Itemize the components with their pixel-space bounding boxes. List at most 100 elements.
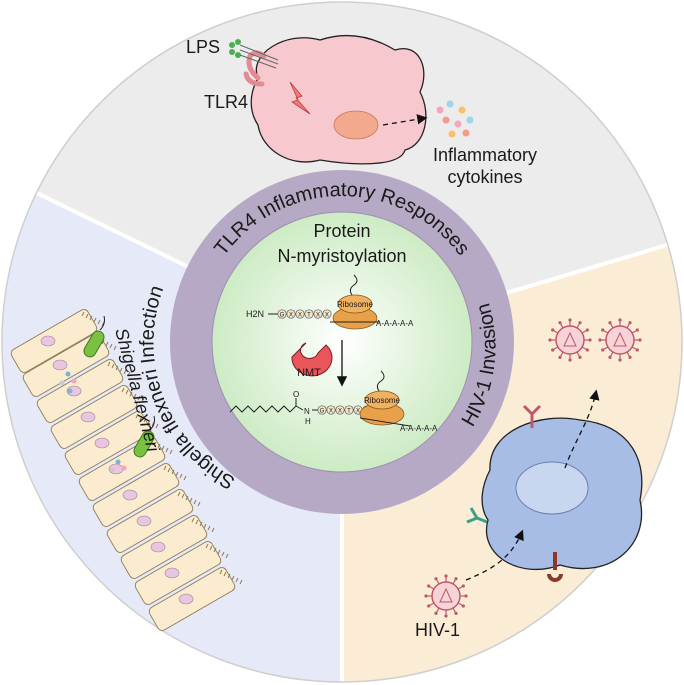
microvillus <box>101 321 105 327</box>
h2n-label: H2N <box>246 309 264 319</box>
ribosome-top-label: Ribosome <box>337 300 374 309</box>
microvillus <box>217 549 221 555</box>
top-residue-label: X <box>298 313 302 319</box>
tlr4-label: TLR4 <box>204 92 248 112</box>
shigella-bacteria <box>59 315 155 473</box>
microvillus <box>195 519 199 525</box>
tlr4-receptor <box>243 50 267 87</box>
nmt-label: NMT <box>297 367 321 379</box>
top-residue <box>313 309 323 319</box>
bottom-residue-label: X <box>329 409 333 415</box>
bottom-residue-label: G <box>320 409 325 415</box>
top-residue-label: X <box>325 313 329 319</box>
microvillus <box>227 573 231 579</box>
receptor-bottom-icon <box>547 552 563 582</box>
release-arrow <box>564 389 600 469</box>
microvillus <box>127 371 131 377</box>
microvillus <box>147 419 151 425</box>
microvillus <box>163 465 167 471</box>
bottom-residue <box>326 405 336 415</box>
microvillus <box>137 395 141 401</box>
microvillus <box>153 441 157 447</box>
macrophage-nucleus <box>333 110 379 140</box>
microvillus <box>199 521 203 527</box>
bottom-residue <box>335 405 345 415</box>
top-residue <box>295 309 305 319</box>
hiv-panel: HIV-1 <box>415 318 643 640</box>
microvillus <box>167 467 171 473</box>
epithelial-cell <box>120 515 215 579</box>
amide-h: H <box>305 417 311 426</box>
ribosome-top: Ribosome <box>332 274 378 330</box>
top-residue-label: G <box>280 313 285 319</box>
microvillus <box>81 311 85 317</box>
top-residue <box>322 309 332 319</box>
microvillus <box>139 415 143 421</box>
macrophage-cell <box>250 34 427 165</box>
microvillus <box>121 387 125 393</box>
microvillus <box>177 491 181 497</box>
microvillus <box>185 495 189 501</box>
top-residue <box>304 309 314 319</box>
lps-molecule <box>229 39 279 69</box>
microvillus <box>157 443 161 449</box>
microvillus <box>223 571 227 577</box>
microvillus <box>141 397 145 403</box>
microvillus <box>213 547 217 553</box>
microvillus <box>101 339 105 345</box>
microvillus <box>115 365 119 371</box>
microvillus <box>151 421 155 427</box>
epithelial-cell <box>148 567 243 631</box>
microvillus <box>169 449 173 455</box>
microvillus <box>225 553 229 559</box>
top-residue-label: T <box>307 313 311 319</box>
microvillus <box>119 367 123 373</box>
microvillus <box>155 423 159 429</box>
microvillus <box>109 343 113 349</box>
bottom-residue <box>317 405 327 415</box>
microvillus <box>179 473 183 479</box>
microvillus <box>107 361 111 367</box>
entry-arrow <box>465 529 524 581</box>
cytokines-label-line1: Inflammatory <box>433 145 537 165</box>
microvillus <box>89 315 93 321</box>
top-residue <box>286 309 296 319</box>
microvillus <box>113 345 117 351</box>
microvillus <box>209 545 213 551</box>
bottom-residue-label: X <box>356 409 360 415</box>
microvillus <box>105 341 109 347</box>
polya-bottom: A-A-A-A-A <box>400 424 438 433</box>
cytokine-release-arrow <box>382 114 428 126</box>
cytokine-dots <box>436 100 474 138</box>
ribosome-bottom-label: Ribosome <box>364 396 401 405</box>
hiv-virion <box>548 318 592 362</box>
microvillus <box>135 413 139 419</box>
microvillus <box>85 313 89 319</box>
epithelial-cell <box>92 463 187 527</box>
microvillus <box>165 447 169 453</box>
microvillus <box>143 417 147 423</box>
microvillus <box>221 551 225 557</box>
microvillus <box>129 391 133 397</box>
microvillus <box>161 445 165 451</box>
bottom-residue <box>344 405 354 415</box>
bottom-residue-label: X <box>338 409 342 415</box>
hiv-virion <box>424 574 468 618</box>
epithelial-cell <box>50 385 145 449</box>
microvillus <box>191 517 195 523</box>
top-residue-label: X <box>316 313 320 319</box>
polya-top: A-A-A-A-A <box>376 319 414 328</box>
microvillus <box>183 475 187 481</box>
t-cell-nucleus <box>515 461 589 515</box>
nmt-enzyme: NMT <box>291 342 333 379</box>
signal-bolt-icon <box>289 81 311 115</box>
microvillus <box>193 499 197 505</box>
amide-n: N <box>304 407 310 416</box>
microvillus <box>111 363 115 369</box>
microvillus <box>197 501 201 507</box>
microvillus <box>97 319 101 325</box>
